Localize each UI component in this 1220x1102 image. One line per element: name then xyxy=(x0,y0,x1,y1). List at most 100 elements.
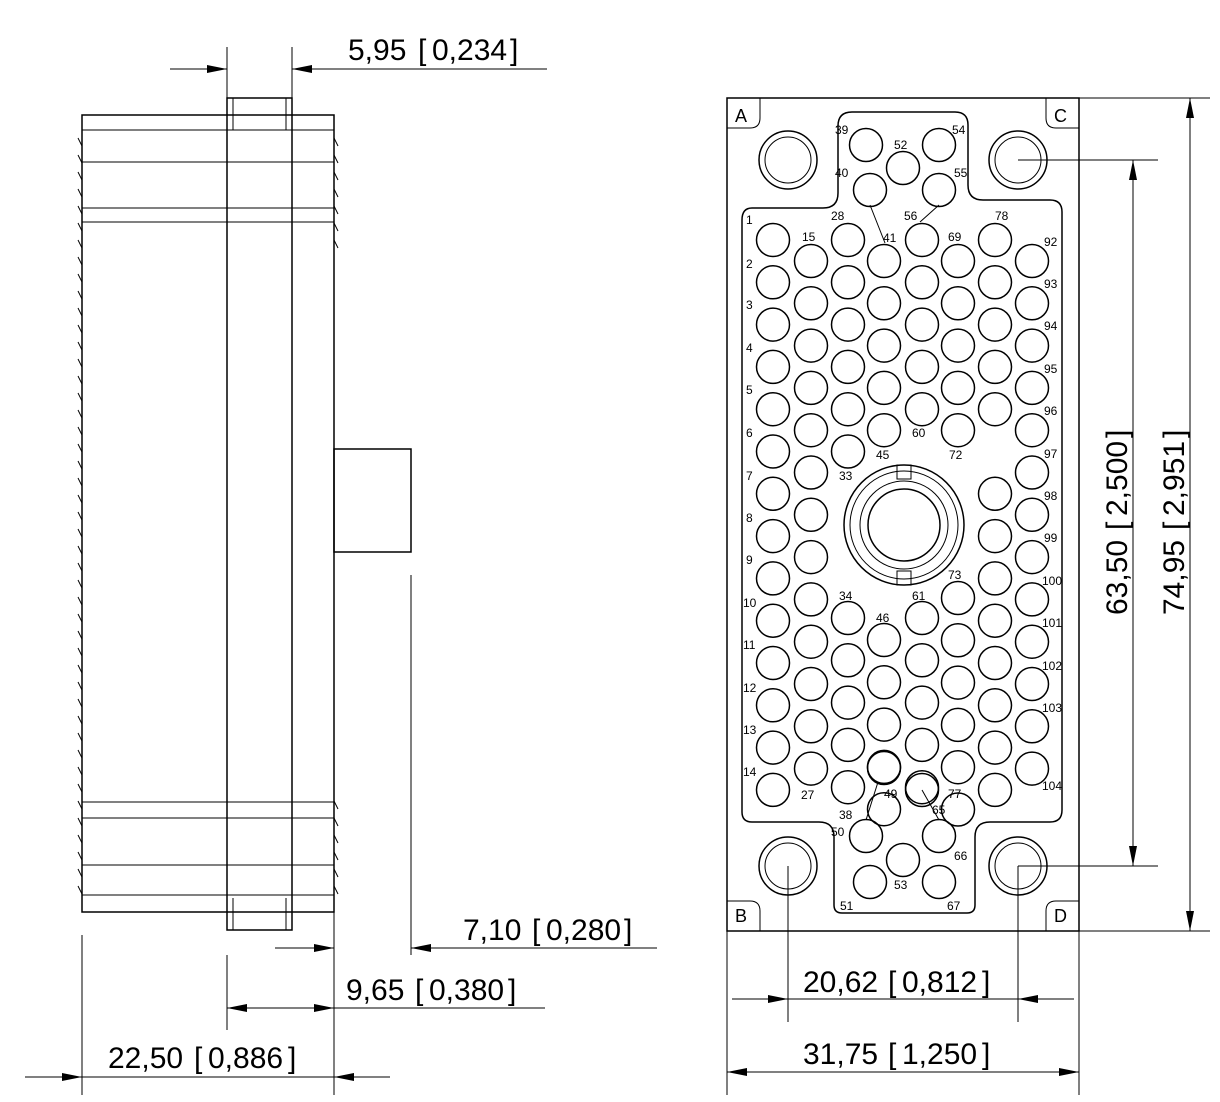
contact-cavity xyxy=(793,328,829,363)
rib-mark xyxy=(77,222,83,232)
pin-label-10: 10 xyxy=(743,596,757,610)
rib-mark xyxy=(77,834,83,844)
pin-label-55: 55 xyxy=(954,166,968,180)
bracket-open: [ xyxy=(1101,521,1134,530)
contact-cavity xyxy=(830,265,866,300)
insert-outline xyxy=(741,111,1063,914)
rib-mark xyxy=(77,154,83,164)
contact-cavity xyxy=(904,769,940,805)
rib-mark xyxy=(77,137,83,147)
pin-label-14: 14 xyxy=(743,765,757,779)
pin-label-66: 66 xyxy=(954,849,968,863)
pin-label-95: 95 xyxy=(1044,362,1058,376)
pin-label-53: 53 xyxy=(894,878,908,892)
contact-cavity xyxy=(848,818,884,854)
pin-label-52: 52 xyxy=(894,138,908,152)
pin-label-51: 51 xyxy=(840,899,854,913)
contact-cavity xyxy=(830,222,866,258)
contact-cavity xyxy=(940,665,976,700)
rib-mark xyxy=(77,681,83,691)
contact-cavity xyxy=(977,222,1013,258)
contact-cavity xyxy=(940,370,976,406)
contact-cavity xyxy=(977,307,1013,342)
contact-cavity xyxy=(977,645,1013,681)
contact-cavity xyxy=(755,688,791,723)
dim-7495-value: 74,95 xyxy=(1158,540,1191,615)
pin-label-54: 54 xyxy=(952,123,966,137)
contact-cavity xyxy=(1014,328,1050,363)
corner-label-c: C xyxy=(1054,106,1067,126)
contact-cavity xyxy=(1014,624,1050,659)
leader-line xyxy=(865,781,879,821)
contact-cavity xyxy=(904,222,940,258)
rib-mark xyxy=(77,732,83,742)
dim-top-inch: 0,234 xyxy=(432,34,507,67)
rib-mark xyxy=(77,477,83,487)
contact-cavity xyxy=(755,476,791,512)
rib-mark xyxy=(333,154,339,164)
rib-mark xyxy=(77,290,83,300)
contact-number-labels: 1234567891011121314152728333438394041454… xyxy=(743,123,1062,913)
rib-mark xyxy=(77,613,83,623)
bracket-close: ] xyxy=(510,34,518,67)
pin-label-73: 73 xyxy=(948,568,962,582)
bracket-close: ] xyxy=(624,914,632,947)
dim-7495-inch: 2,951 xyxy=(1158,441,1191,516)
rib-mark xyxy=(333,205,339,215)
rib-mark xyxy=(77,800,83,810)
contact-cavity xyxy=(852,864,888,900)
contact-cavity xyxy=(755,603,791,638)
contact-cavity xyxy=(793,286,829,321)
bracket-open: [ xyxy=(1158,521,1191,530)
rib-mark xyxy=(77,426,83,436)
contact-cavity xyxy=(866,791,902,827)
rib-mark xyxy=(77,307,83,317)
dim-top-value: 5,95 xyxy=(348,34,406,67)
contact-cavity xyxy=(904,391,940,427)
pin-label-41: 41 xyxy=(883,231,897,245)
contact-cavity xyxy=(793,370,829,406)
contact-cavity xyxy=(977,391,1013,427)
pin-label-98: 98 xyxy=(1044,489,1058,503)
pin-label-69: 69 xyxy=(948,230,962,244)
dim-710-inch: 0,280 xyxy=(546,914,621,947)
rib-mark xyxy=(333,137,339,147)
pin-label-103: 103 xyxy=(1042,701,1062,715)
contact-cavity xyxy=(904,685,940,720)
contact-cavity xyxy=(1014,666,1050,702)
dim-965-value: 9,65 xyxy=(346,974,404,1007)
corner-label-a: A xyxy=(735,106,747,126)
contact-cavity xyxy=(940,286,976,321)
pin-label-28: 28 xyxy=(831,209,845,223)
rib-mark xyxy=(333,171,339,181)
dim-2250-value: 22,50 xyxy=(108,1042,183,1075)
pin-label-60: 60 xyxy=(912,426,926,440)
dim-2250-inch: 0,886 xyxy=(208,1042,283,1075)
bracket-close: ] xyxy=(1101,430,1134,438)
rib-mark xyxy=(77,715,83,725)
pin-label-1: 1 xyxy=(746,213,753,227)
pin-label-67: 67 xyxy=(947,899,961,913)
rib-mark xyxy=(77,630,83,640)
contact-cavity xyxy=(755,222,791,258)
pin-label-3: 3 xyxy=(746,298,753,312)
contact-cavity xyxy=(940,580,976,616)
contact-cavity xyxy=(755,561,791,596)
pin-label-96: 96 xyxy=(1044,404,1058,418)
pin-label-104: 104 xyxy=(1042,779,1062,793)
front-plate-outline xyxy=(726,97,1080,932)
contact-cavity xyxy=(830,307,866,342)
dim-6350-inch: 2,500 xyxy=(1101,441,1134,516)
rib-mark xyxy=(77,579,83,589)
pin-label-6: 6 xyxy=(746,426,753,440)
contact-cavity xyxy=(904,643,940,678)
contact-cavity xyxy=(755,307,791,342)
rib-mark xyxy=(77,358,83,368)
contact-cavity xyxy=(977,349,1013,385)
contact-cavity xyxy=(977,518,1013,554)
side-boss xyxy=(333,448,412,553)
dim-6350-value: 63,50 xyxy=(1101,540,1134,615)
contact-cavity xyxy=(904,727,940,763)
contact-cavity xyxy=(793,582,829,617)
